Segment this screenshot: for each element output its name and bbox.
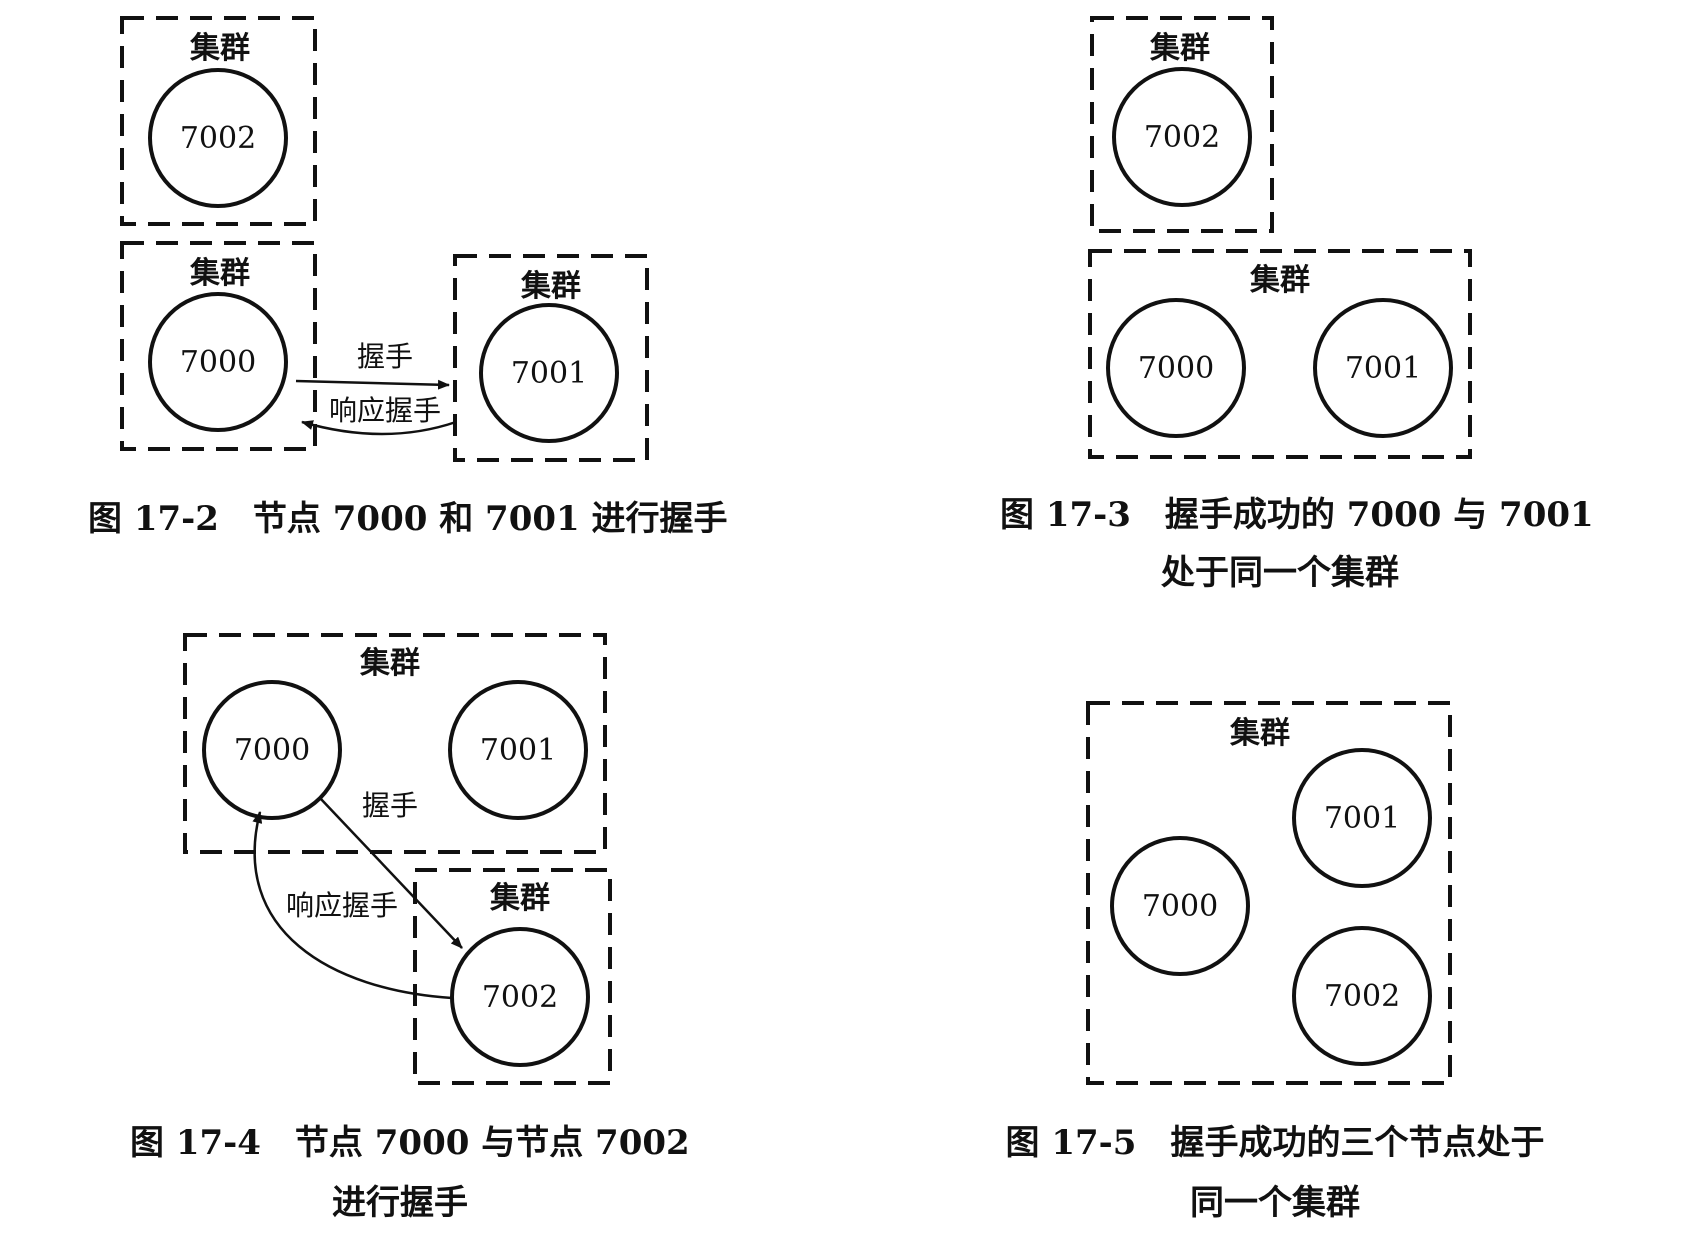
- caption-line: 进行握手: [332, 1183, 468, 1223]
- node-label: 7000: [1142, 889, 1218, 924]
- node-circle: [1292, 926, 1432, 1066]
- node-label: 7000: [180, 345, 256, 380]
- caption-line: 处于同一个集群: [1161, 553, 1399, 593]
- cluster-box: [120, 241, 317, 451]
- node-circle: [1313, 298, 1453, 438]
- node-label: 7002: [180, 121, 256, 156]
- figure-caption: 图 17-4 节点 7000 与节点 7002 进行握手: [130, 1123, 690, 1223]
- response-arrow: [301, 420, 457, 436]
- edge-label: 响应握手: [329, 394, 441, 427]
- cluster-box: [1086, 701, 1452, 1085]
- figure-caption: 图 17-3 握手成功的 7000 与 7001 处于同一个集群: [1000, 495, 1594, 593]
- edge-label: 响应握手: [286, 889, 398, 922]
- node-label: 7000: [234, 733, 310, 768]
- response-arrow: [252, 811, 453, 1000]
- caption-line: 图 17-2 节点 7000 和 7001 进行握手: [88, 499, 728, 539]
- node-label: 7002: [1144, 120, 1220, 155]
- cluster-label: 集群: [1149, 31, 1210, 66]
- node-circle: [202, 680, 342, 820]
- node-label: 7001: [511, 356, 587, 391]
- node-circle: [148, 68, 288, 208]
- cluster-label: 集群: [359, 646, 420, 681]
- handshake-arrow: [319, 797, 463, 949]
- node-label: 7001: [1345, 351, 1421, 386]
- cluster-box: [1088, 249, 1472, 459]
- figure-caption: 图 17-5 握手成功的三个节点处于 同一个集群: [985, 1126, 1565, 1220]
- cluster-label: 集群: [189, 256, 250, 291]
- node-circle: [479, 303, 619, 443]
- cluster-box: [1090, 16, 1274, 233]
- caption-line: 图 17-3 握手成功的 7000 与 7001: [1000, 495, 1594, 535]
- edge-label: 握手: [362, 789, 418, 822]
- node-circle: [1292, 748, 1432, 888]
- caption-line: 同一个集群: [1190, 1183, 1360, 1223]
- caption-line: 图 17-5 握手成功的三个节点处于: [1005, 1123, 1545, 1163]
- node-label: 7002: [482, 980, 558, 1015]
- cluster-label: 集群: [1229, 716, 1290, 751]
- node-label: 7001: [480, 733, 556, 768]
- node-label: 7002: [1324, 979, 1400, 1014]
- cluster-label: 集群: [189, 31, 250, 66]
- node-circle: [1112, 67, 1252, 207]
- cluster-box: [183, 633, 607, 854]
- handshake-arrow: [295, 379, 450, 390]
- cluster-box: [453, 254, 649, 462]
- cluster-label: 集群: [1249, 263, 1310, 298]
- node-circle: [1106, 298, 1246, 438]
- cluster-label: 集群: [489, 881, 550, 916]
- edge-label: 握手: [357, 340, 413, 373]
- figure-caption: 图 17-2 节点 7000 和 7001 进行握手: [88, 502, 728, 536]
- node-circle: [148, 292, 288, 432]
- node-label: 7000: [1138, 351, 1214, 386]
- node-label: 7001: [1324, 801, 1400, 836]
- node-circle: [448, 680, 588, 820]
- node-circle: [1110, 836, 1250, 976]
- cluster-box: [120, 16, 317, 226]
- caption-line: 图 17-4 节点 7000 与节点 7002: [130, 1123, 690, 1163]
- cluster-label: 集群: [520, 269, 581, 304]
